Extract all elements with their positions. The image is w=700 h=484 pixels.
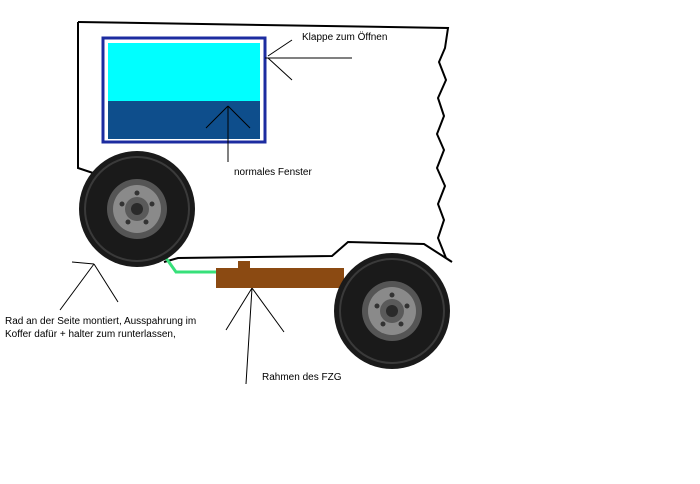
hatch-pointer xyxy=(265,39,352,81)
window-frame xyxy=(101,36,267,144)
frame-mount xyxy=(238,261,250,269)
window-pointer xyxy=(205,105,251,162)
window-hatch xyxy=(108,43,260,101)
label-window: normales Fenster xyxy=(234,167,312,178)
front-wheel xyxy=(79,151,195,267)
label-frame: Rahmen des FZG xyxy=(262,372,342,383)
label-hatch: Klappe zum Öffnen xyxy=(302,32,388,43)
window-lower xyxy=(108,101,260,139)
rear-wheel xyxy=(334,253,450,369)
label-wheel-note: Rad an der Seite montiert, Ausspahrung i… xyxy=(5,316,197,340)
frame-pointer xyxy=(225,287,285,385)
wheel-pointer xyxy=(59,261,119,311)
body-outline xyxy=(77,21,453,263)
frame-beam xyxy=(216,268,344,288)
hose xyxy=(164,257,220,274)
body-front xyxy=(77,22,97,175)
